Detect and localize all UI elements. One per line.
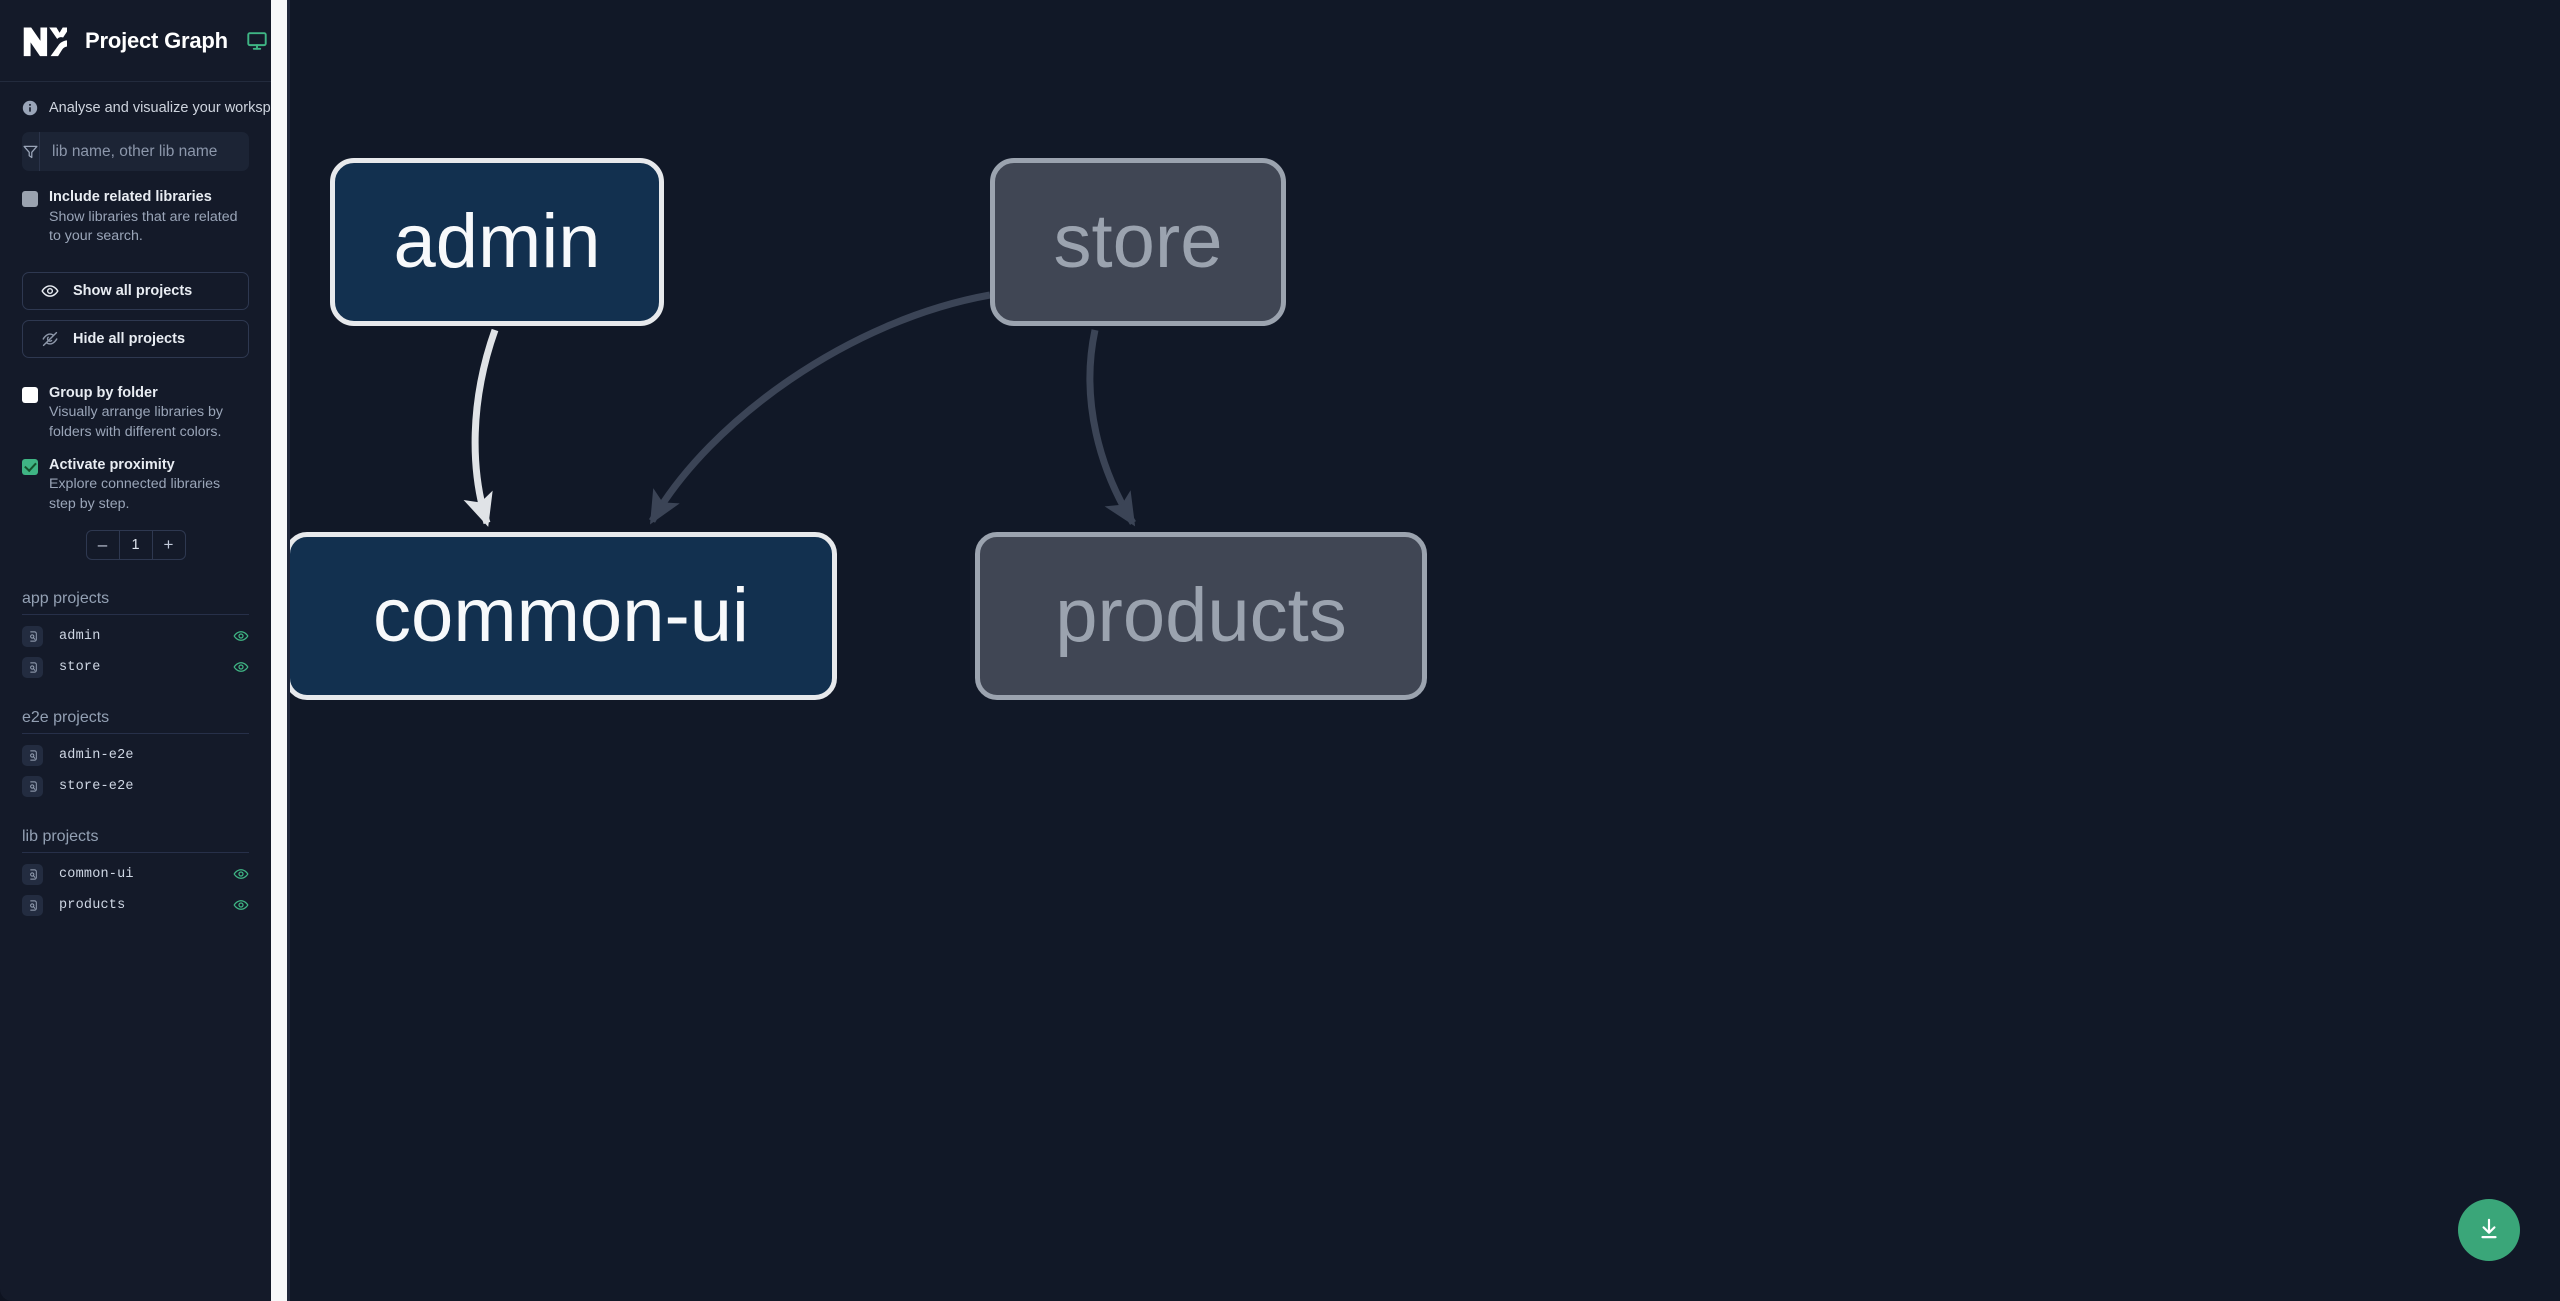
project-group: e2e projects admin-e2e store-e2e xyxy=(22,709,249,802)
sidebar-divider xyxy=(287,0,290,1301)
project-icon xyxy=(22,656,43,678)
project-groups: app projects admin store e2e projects ad… xyxy=(0,590,271,1301)
project-name: store-e2e xyxy=(59,778,134,794)
project-name: store xyxy=(59,659,101,675)
proximity-stepper[interactable]: – 1 + xyxy=(85,529,186,560)
graph-node-label: products xyxy=(1055,573,1347,658)
edge-store-to-common-ui xyxy=(648,291,991,525)
option-label-group-by-folder: Group by folder xyxy=(49,384,158,401)
option-desc-include-related-libraries: Show libraries that are related to your … xyxy=(49,208,238,244)
proximity-value: 1 xyxy=(118,530,153,559)
sidebar: Project Graph Analyse and visualize your… xyxy=(0,0,271,1301)
checkbox-include-related-libraries[interactable] xyxy=(22,191,38,207)
project-icon xyxy=(22,775,43,797)
project-list-item[interactable]: admin-e2e xyxy=(22,740,249,771)
proximity-decrement-button[interactable]: – xyxy=(87,531,119,559)
edge-store-to-products xyxy=(1086,329,1136,527)
eye-icon[interactable] xyxy=(233,866,249,882)
edge-admin-to-common-ui xyxy=(463,328,499,527)
project-icon xyxy=(22,863,43,885)
project-name: admin xyxy=(59,628,101,644)
graph-node-common-ui[interactable]: common-ui xyxy=(290,532,837,700)
graph-node-products[interactable]: products xyxy=(975,532,1427,700)
project-icon xyxy=(22,744,43,766)
sidebar-scrollbar[interactable] xyxy=(271,0,287,1301)
project-group: app projects admin store xyxy=(22,590,249,683)
funnel-icon xyxy=(22,143,39,160)
sidebar-header: Project Graph xyxy=(0,0,271,82)
graph-node-store[interactable]: store xyxy=(990,158,1286,326)
proximity-increment-button[interactable]: + xyxy=(153,531,185,559)
project-list-item[interactable]: products xyxy=(22,890,249,921)
graph-node-label: store xyxy=(1053,199,1223,284)
nx-logo-icon xyxy=(22,22,70,59)
option-group-by-folder[interactable]: Group by folder Visually arrange librari… xyxy=(0,358,271,442)
download-graph-button[interactable] xyxy=(2458,1199,2520,1261)
download-icon xyxy=(2476,1216,2502,1245)
hide-all-projects-button[interactable]: Hide all projects xyxy=(22,319,249,358)
hide-all-projects-label: Hide all projects xyxy=(73,330,186,347)
project-name: products xyxy=(59,897,126,913)
app-title: Project Graph xyxy=(85,27,228,53)
option-include-related-libraries[interactable]: Include related libraries Show libraries… xyxy=(0,171,271,246)
search-input[interactable] xyxy=(40,132,249,171)
filter-funnel-icon-box xyxy=(22,132,40,171)
project-list-item[interactable]: admin xyxy=(22,621,249,652)
option-desc-activate-proximity: Explore connected libraries step by step… xyxy=(49,476,221,512)
option-activate-proximity[interactable]: Activate proximity Explore connected lib… xyxy=(0,442,271,514)
tagline-text: Analyse and visualize your workspace. xyxy=(49,100,271,116)
graph-edges xyxy=(463,291,1136,527)
project-group-header: lib projects xyxy=(22,828,249,853)
show-all-projects-button[interactable]: Show all projects xyxy=(22,271,249,310)
graph-node-label: common-ui xyxy=(373,573,749,658)
project-list-item[interactable]: store-e2e xyxy=(22,771,249,802)
project-list-item[interactable]: store xyxy=(22,652,249,683)
project-icon xyxy=(22,625,43,647)
project-group: lib projects common-ui products xyxy=(22,828,249,921)
info-icon xyxy=(22,100,38,116)
sidebar-tagline: Analyse and visualize your workspace. xyxy=(0,82,271,132)
option-desc-group-by-folder: Visually arrange libraries by folders wi… xyxy=(49,404,224,440)
monitor-icon[interactable] xyxy=(246,30,268,52)
graph-node-label: admin xyxy=(393,199,601,284)
graph-node-admin[interactable]: admin xyxy=(330,158,664,326)
project-list-item[interactable]: common-ui xyxy=(22,859,249,890)
project-group-header: e2e projects xyxy=(22,709,249,734)
eye-icon[interactable] xyxy=(233,897,249,913)
eye-icon xyxy=(41,282,59,300)
project-name: admin-e2e xyxy=(59,747,134,763)
checkbox-activate-proximity[interactable] xyxy=(22,458,38,475)
option-label-include-related-libraries: Include related libraries xyxy=(49,189,212,205)
show-all-projects-label: Show all projects xyxy=(73,282,193,299)
eye-off-icon xyxy=(41,330,59,348)
graph-canvas[interactable]: admin store common-ui products xyxy=(290,0,2560,1301)
eye-icon[interactable] xyxy=(233,659,249,675)
project-group-header: app projects xyxy=(22,590,249,615)
project-icon xyxy=(22,894,43,916)
search-field[interactable] xyxy=(22,132,249,171)
checkbox-group-by-folder[interactable] xyxy=(22,386,38,403)
option-label-activate-proximity: Activate proximity xyxy=(49,456,175,473)
project-name: common-ui xyxy=(59,866,134,882)
eye-icon[interactable] xyxy=(233,628,249,644)
